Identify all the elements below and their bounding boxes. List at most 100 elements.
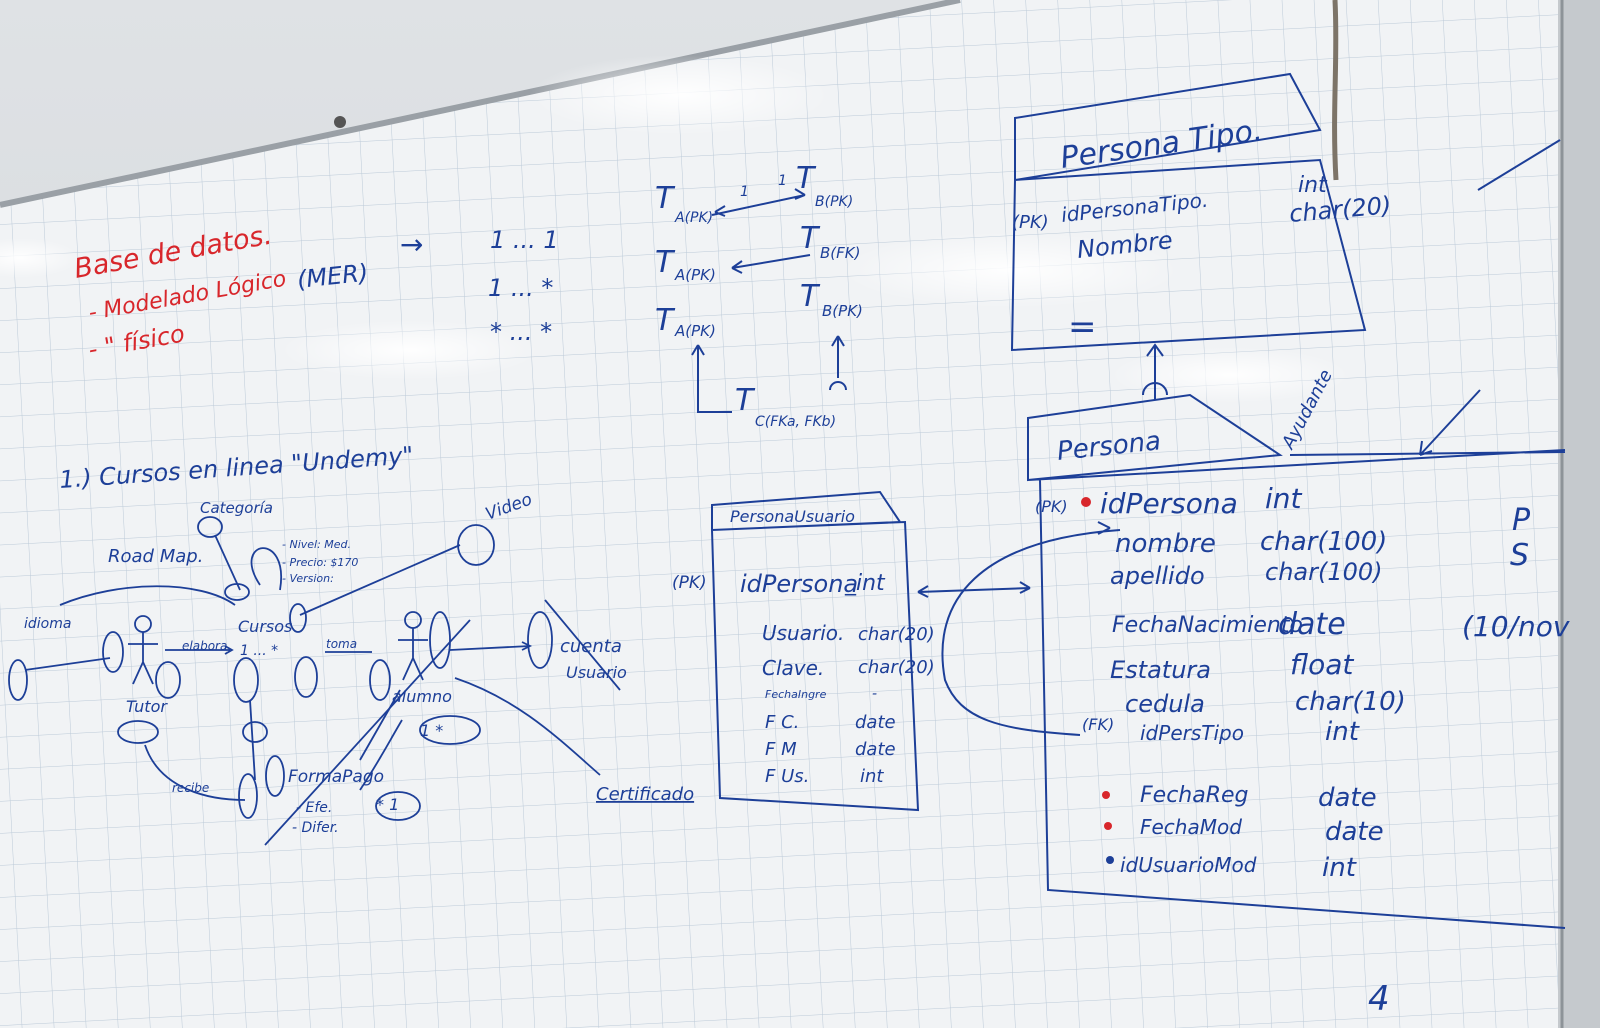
p-row-flag: (10/nov	[1462, 610, 1570, 643]
label-star-one: * 1	[376, 795, 399, 814]
board-frame-right	[1558, 0, 1600, 1028]
p-row-type: date	[1325, 817, 1384, 847]
relation-tc-sub: C(FKa, FKb)	[755, 414, 836, 430]
mer-arrow: →	[400, 228, 423, 261]
persona-fk: (FK)	[1082, 715, 1114, 734]
p-row-type: int	[1265, 482, 1303, 515]
pu-row-name: F C.	[765, 712, 799, 733]
board-surface	[0, 0, 1560, 1028]
pu-row-type: char(20)	[858, 657, 935, 678]
relation-tb2: T	[800, 221, 821, 256]
pu-row-name: FechaIngre	[765, 688, 827, 701]
p-row-type: int	[1322, 853, 1357, 883]
pu-row-name: Clave.	[762, 656, 824, 680]
pu-row-name: idPersona	[740, 570, 858, 598]
p-row-type: char(10)	[1295, 687, 1406, 717]
label-card-1n: 1 ... *	[240, 643, 278, 659]
p-row-type: int	[1325, 717, 1360, 747]
pu-row-type: -	[872, 686, 877, 702]
label-roadmap: Road Map.	[108, 546, 203, 567]
label-efe: - Efe.	[296, 800, 332, 816]
cursos-diagram-lines	[8, 516, 621, 846]
pu-row-name: F M	[765, 739, 797, 760]
persona-usuario-pk: (PK)	[672, 573, 707, 593]
pt-mark: =	[1068, 307, 1097, 347]
relation-tb2-sub: B(FK)	[820, 244, 860, 262]
bullet-dot	[1106, 856, 1114, 864]
bullet-dot	[1081, 497, 1091, 507]
label-cursos: Cursos	[238, 617, 292, 636]
pt-row-type: int	[1298, 173, 1328, 198]
pu-row-type: _int	[844, 571, 886, 596]
p-row-type: float	[1290, 648, 1354, 681]
bullet-dot	[1104, 822, 1112, 830]
relation-ta1: T	[655, 181, 676, 216]
p-row-type: char(100)	[1260, 527, 1387, 557]
label-precio: - Precio: $170	[282, 556, 358, 569]
relation-ta3: T	[655, 303, 676, 338]
label-categoria: Categoría	[200, 499, 273, 517]
relation-one-right: 1	[778, 173, 787, 189]
label-toma: toma	[326, 637, 357, 651]
cardinality-n-n: * ... *	[490, 318, 552, 346]
label-usuario: Usuario	[566, 663, 627, 682]
card-oval	[8, 659, 28, 701]
bullet-dot	[1102, 791, 1110, 799]
pu-row-type: date	[855, 712, 896, 733]
p-row-name: idPersona	[1100, 487, 1238, 520]
relation-ta3-sub: A(PK)	[674, 322, 716, 340]
relation-tb3: T	[800, 279, 821, 314]
label-nivel: - Nivel: Med.	[282, 538, 351, 551]
label-version: - Version:	[282, 572, 334, 585]
persona-tipo-pk: (PK)	[1012, 212, 1049, 233]
pu-persona-link	[917, 521, 1121, 736]
p-row-name: Estatura	[1110, 656, 1211, 684]
persona-pk: (PK)	[1035, 497, 1068, 516]
persona-usuario-title: PersonaUsuario	[730, 507, 855, 526]
p-row-type: date	[1318, 783, 1377, 813]
cardinality-1-n: 1 ... *	[488, 274, 553, 302]
p-row-name: idPersTipo	[1140, 721, 1244, 745]
p-row-name: cedula	[1125, 690, 1205, 718]
label-idioma: idioma	[24, 616, 71, 632]
relation-ta1-sub: A(PK)	[674, 210, 713, 226]
light-reflection	[840, 232, 1180, 308]
relations-arrows	[691, 188, 847, 413]
label-recibe: recibe	[172, 781, 209, 795]
pu-row-type: char(20)	[858, 624, 935, 645]
pu-row-name: F Us.	[765, 766, 809, 787]
p-row-type: date	[1278, 607, 1346, 642]
mount-screw	[334, 116, 346, 128]
pu-row-type: int	[860, 766, 884, 787]
label-formapago: FormaPago	[288, 767, 384, 787]
label-tutor: Tutor	[126, 697, 168, 716]
cardinality-1-1: 1 ... 1	[490, 226, 559, 254]
bottom-mark: 4	[1368, 979, 1390, 1019]
relation-ta2-sub: A(PK)	[674, 266, 716, 284]
pu-row-type: date	[855, 739, 896, 760]
relation-tb1: T	[796, 161, 817, 196]
relation-tb1-sub: B(PK)	[815, 194, 853, 210]
pu-row-name: Usuario.	[762, 621, 844, 645]
board-frame-top	[0, 0, 961, 208]
cardinality-notes: (MER) → 1 ... 1 1 ... * * ... *	[296, 226, 559, 346]
light-reflection	[0, 238, 80, 278]
p-row-name: nombre	[1115, 529, 1216, 559]
p-row-type: char(100)	[1265, 558, 1383, 586]
p-row-name: idUsuarioMod	[1120, 853, 1257, 877]
light-reflection	[530, 55, 830, 135]
p-row-name: FechaMod	[1140, 815, 1242, 839]
p-row-name: FechaReg	[1140, 783, 1249, 808]
p-row-flag: P	[1512, 503, 1531, 538]
persona-usuario-table: PersonaUsuario (PK) idPersona _int Usuar…	[672, 490, 935, 812]
cable	[1332, 0, 1339, 181]
p-row-name: FechaNacimiento	[1112, 613, 1303, 638]
relations-notes: T A(PK) T B(PK) 1 1 T A(PK) T B(FK) T A(…	[655, 161, 863, 430]
light-reflection	[1110, 347, 1350, 403]
label-alumno: alumno	[392, 687, 452, 706]
relation-tc: T	[735, 383, 756, 418]
label-cuenta: cuenta	[560, 636, 622, 657]
relation-tb3-sub: B(PK)	[822, 302, 863, 320]
label-difer: - Difer.	[292, 820, 339, 836]
